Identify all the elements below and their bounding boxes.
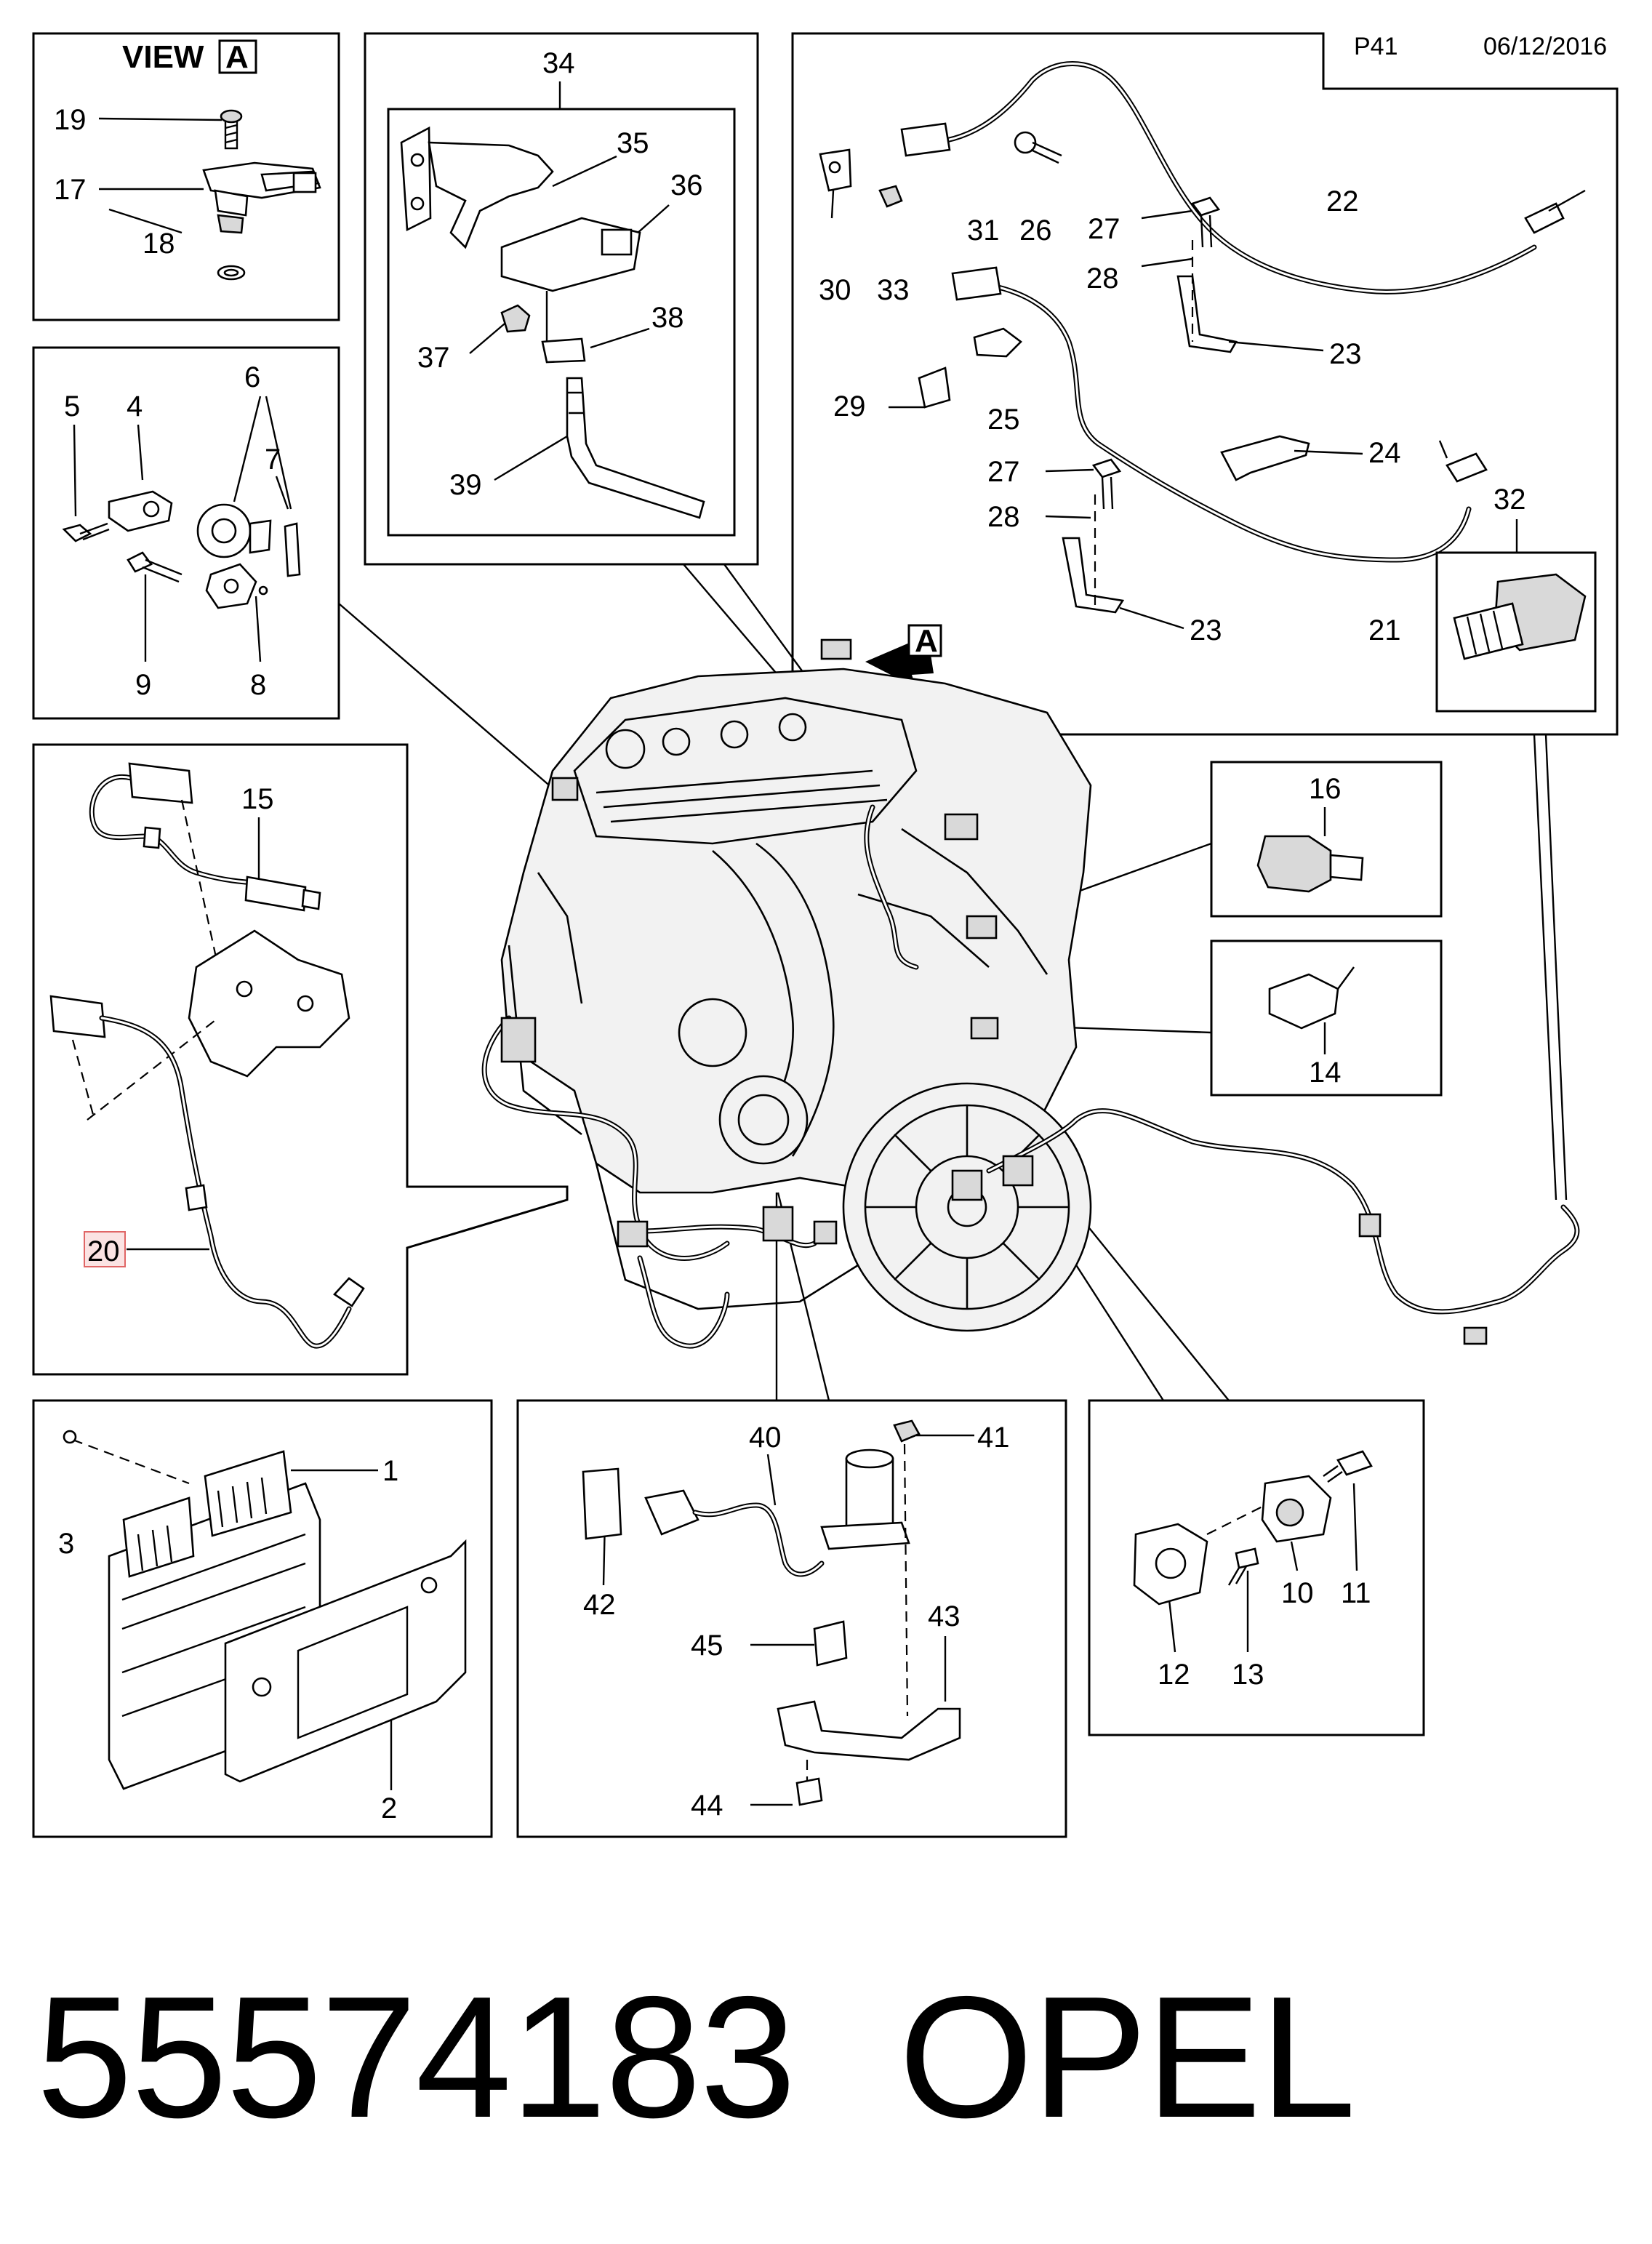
callout-23b: 23 [1190,614,1222,646]
callout-44: 44 [691,1790,723,1822]
callout-35: 35 [617,127,649,159]
panel-oxygen-sensors: 15 20 [32,743,569,1376]
callout-40: 40 [749,1422,782,1454]
callout-34: 34 [542,47,575,79]
callout-41: 41 [977,1422,1010,1454]
callout-14: 14 [1309,1057,1342,1089]
callout-6: 6 [244,361,260,393]
callout-21: 21 [1368,614,1401,646]
callout-7: 7 [265,444,281,476]
callout-27b: 27 [987,456,1020,488]
panel-cam-sensor: 5 4 6 7 9 8 [32,346,340,720]
callout-11: 11 [1341,1577,1371,1609]
callout-16: 16 [1309,773,1342,805]
callout-25: 25 [987,404,1020,436]
callout-42: 42 [583,1589,616,1621]
callout-5: 5 [64,390,80,422]
callout-28b: 28 [987,501,1020,533]
date: 06/12/2016 [1483,33,1607,60]
callout-22: 22 [1326,185,1359,217]
callout-15: 15 [241,783,274,815]
callout-2: 2 [381,1792,397,1824]
view-letter: A [225,39,249,75]
callout-10: 10 [1281,1577,1314,1609]
callout-32: 32 [1493,484,1526,516]
panel-actuator: 40 41 42 43 45 44 [516,1399,1067,1838]
footer-part-number: 55574183 [36,1961,796,2154]
view-arrow-letter: A [915,623,938,659]
panel-ecu: 1 3 2 [32,1399,493,1838]
callout-45: 45 [691,1630,723,1662]
callout-23a: 23 [1329,338,1362,370]
callout-38: 38 [651,302,684,334]
callout-28a: 28 [1086,263,1119,294]
page-id: P41 [1354,33,1398,60]
panel-view-a: VIEW A 19 17 18 [32,32,340,321]
callout-12: 12 [1158,1659,1190,1691]
panel-pressure-sensor: 34 35 36 38 37 39 [364,32,759,566]
callout-8: 8 [250,669,266,701]
footer-brand: OPEL [899,1961,1356,2154]
callout-19: 19 [54,104,87,136]
callout-20: 20 [87,1235,120,1267]
panel-oil-pressure-switch: 16 [1210,761,1443,918]
callout-36: 36 [670,169,703,201]
callout-33: 33 [877,274,910,306]
callout-4: 4 [127,390,143,422]
callout-43: 43 [928,1600,961,1632]
callout-3: 3 [58,1528,74,1560]
panel-temp-sensor: 14 [1210,939,1443,1097]
callout-1: 1 [382,1455,398,1487]
panel-exhaust-temp-sensors: 31 26 27 22 28 23 30 33 29 25 24 32 27 2… [791,32,1619,736]
callout-20-highlight [84,1231,126,1267]
callout-9: 9 [135,669,151,701]
engine-illustration: A [481,623,1580,1349]
callout-18: 18 [143,228,175,260]
panel-speed-sensor: 10 11 12 13 [1088,1399,1425,1736]
callout-30: 30 [819,274,851,306]
callout-27a: 27 [1088,213,1120,245]
callout-17: 17 [54,174,87,206]
callout-26: 26 [1019,215,1052,247]
callout-13: 13 [1232,1659,1264,1691]
view-title: VIEW [122,39,204,75]
callout-31: 31 [967,215,1000,247]
callout-24: 24 [1368,437,1401,469]
callout-37: 37 [417,342,450,374]
callout-39: 39 [449,469,482,501]
callout-29: 29 [833,390,866,422]
